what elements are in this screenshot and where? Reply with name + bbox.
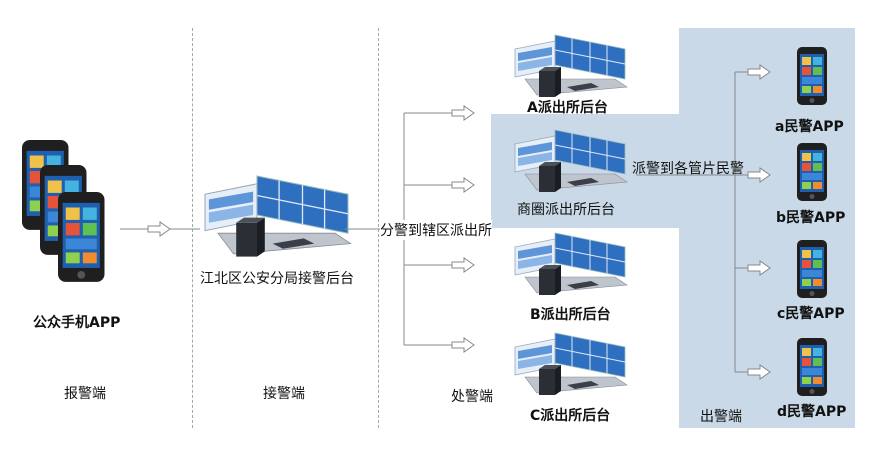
officer-c-app-label: c民警APP (777, 306, 845, 322)
column-handle-label: 处警端 (451, 389, 493, 405)
station-b-label: B派出所后台 (530, 307, 611, 323)
flow-label-dispatch-to-officers: 派警到各管片民警 (632, 161, 744, 177)
shangquan-highlight-panel (491, 114, 679, 228)
divider-1 (192, 28, 193, 428)
flow-label-dispatch-to-stations: 分警到辖区派出所 (380, 220, 492, 240)
column-dispatch-label: 出警端 (700, 409, 742, 425)
jiangbei-center-label: 江北区公安分局接警后台 (200, 271, 354, 287)
officer-b-app-label: b民警APP (776, 210, 846, 226)
divider-2 (378, 28, 379, 428)
officer-d-app-label: d民警APP (777, 404, 847, 420)
column-receive-label: 接警端 (263, 386, 305, 402)
officer-a-app-label: a民警APP (775, 119, 844, 135)
station-a-label: A派出所后台 (527, 100, 608, 116)
public-app-label: 公众手机APP (33, 315, 121, 331)
station-shangquan-label: 商圈派出所后台 (517, 202, 615, 218)
station-c-label: C派出所后台 (530, 408, 611, 424)
column-report-label: 报警端 (64, 386, 106, 402)
